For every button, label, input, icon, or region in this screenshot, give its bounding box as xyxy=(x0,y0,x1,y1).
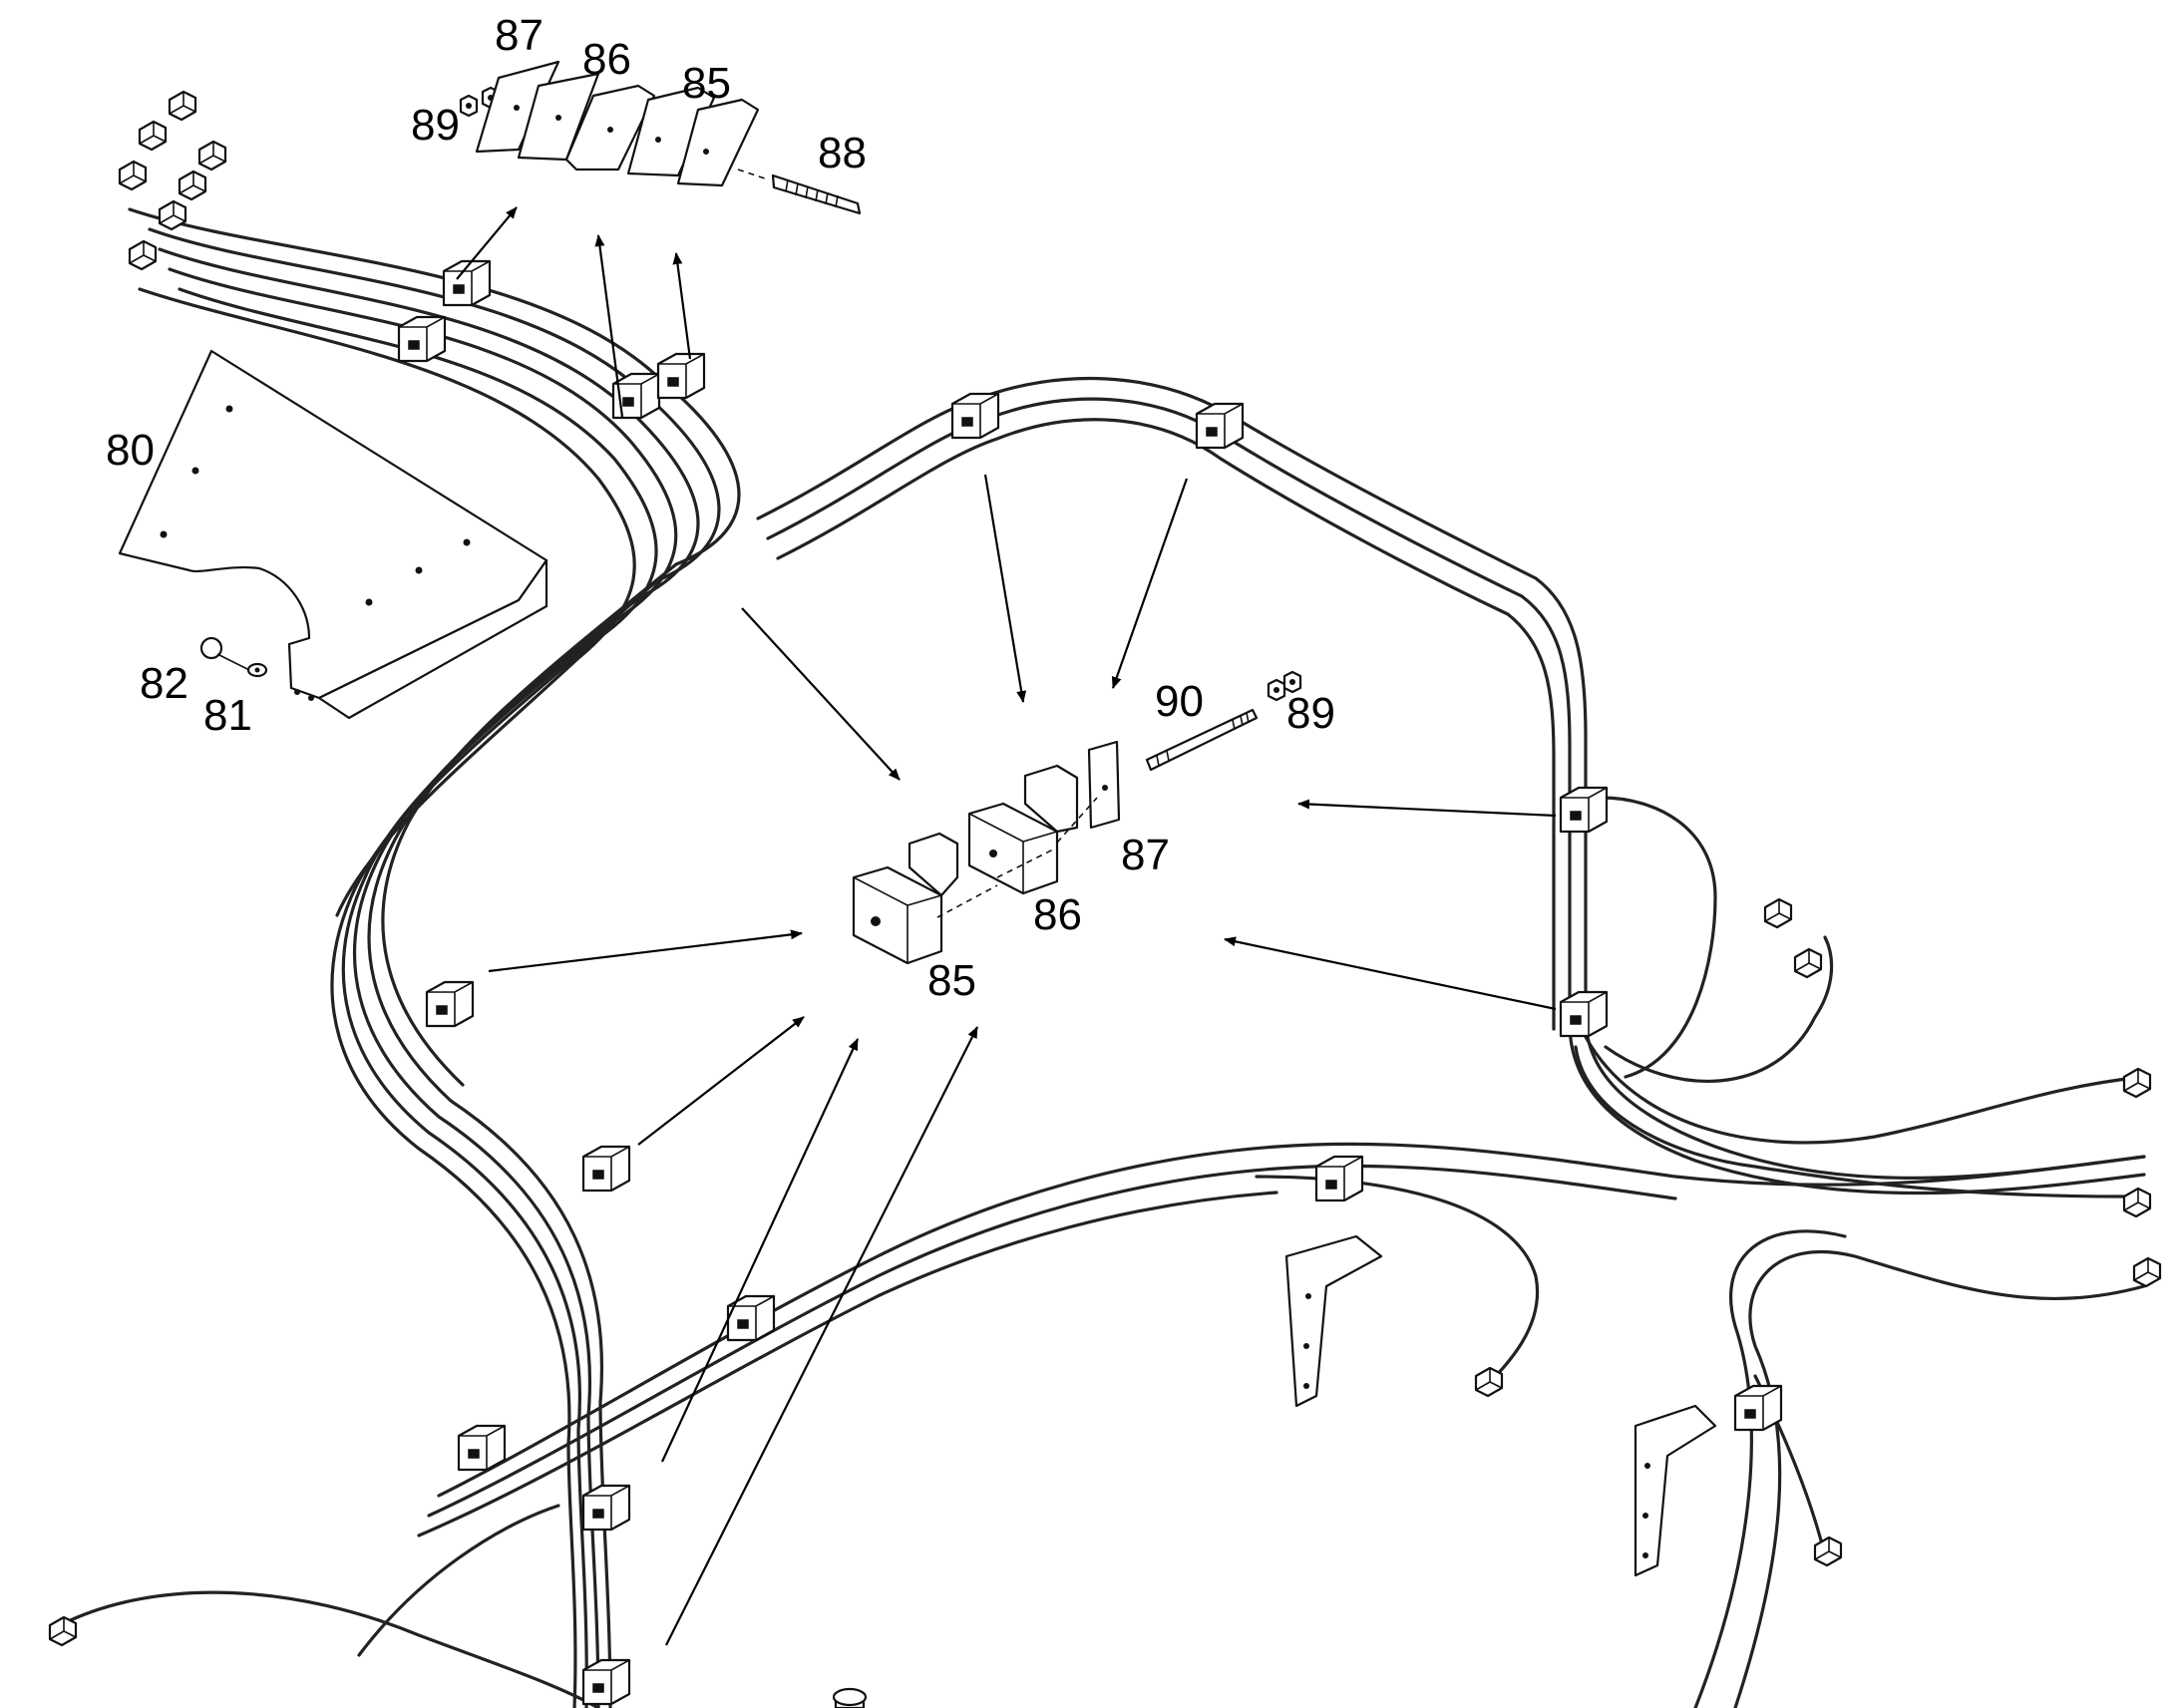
clamp-half-85-top-b xyxy=(676,98,760,187)
clamp-block-85-mid-a xyxy=(852,865,943,965)
callout-labels: 80 81 82 85 86 87 88 89 85 86 87 89 90 xyxy=(106,11,1335,1005)
stud-90 xyxy=(1145,708,1259,772)
callout-86-mid: 86 xyxy=(1033,890,1082,939)
hose-bundle-main xyxy=(128,207,741,1708)
clamp-block-86-mid-a xyxy=(967,802,1059,895)
mounting-bracket-right xyxy=(1634,1404,1717,1577)
callout-80: 80 xyxy=(106,426,155,475)
callout-87-mid: 87 xyxy=(1121,831,1170,879)
callout-85-top: 85 xyxy=(682,59,731,108)
leader-arrows xyxy=(456,206,1557,1646)
callout-89-top: 89 xyxy=(411,101,460,150)
hose-clamps xyxy=(397,259,1783,1706)
clamp-block-86-mid-b xyxy=(1023,764,1079,834)
callout-90: 90 xyxy=(1155,677,1204,726)
callout-89-mid: 89 xyxy=(1286,689,1335,738)
callout-87-top: 87 xyxy=(495,11,544,60)
top-clamp-exploded-set xyxy=(459,60,862,215)
washer-81 xyxy=(246,662,268,678)
cover-plate-87-mid xyxy=(1087,740,1121,830)
hose-bundle-lower xyxy=(58,1142,2146,1708)
center-clamp-exploded-set xyxy=(852,670,1302,965)
callout-82: 82 xyxy=(140,659,188,708)
callout-81: 81 xyxy=(203,691,252,740)
bolt-bottom xyxy=(832,1687,868,1708)
callout-88: 88 xyxy=(818,129,867,177)
clamp-block-85-mid-b xyxy=(908,832,959,897)
callout-86-top: 86 xyxy=(582,35,631,84)
bolt-82 xyxy=(199,636,250,671)
mounting-bracket-left xyxy=(1284,1234,1383,1408)
hose-bundle-upper-loop xyxy=(756,376,2146,1198)
callout-85-mid: 85 xyxy=(927,956,976,1005)
cover-plate-80 xyxy=(118,349,548,720)
